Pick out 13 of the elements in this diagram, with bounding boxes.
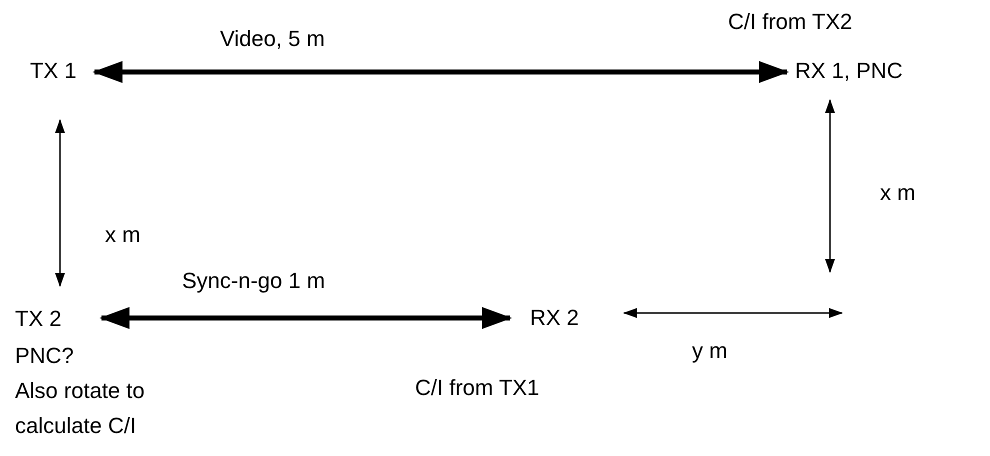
station-note: C/I from TX1 [415,374,540,402]
station-note: C/I from TX2 [728,8,852,36]
station-note: PNC? [15,342,74,370]
station-label: TX 1 [30,58,76,84]
station-label: TX 2 [15,306,62,332]
double-arrow [825,99,835,273]
station-note: Also rotate to calculate C/I [15,377,146,440]
double-arrow [622,308,843,318]
station-label: RX 2 [530,305,579,331]
station-label: RX 1, PNC [795,58,903,84]
double-arrow [55,119,65,287]
double-arrow [92,61,789,83]
double-arrow [99,307,512,329]
